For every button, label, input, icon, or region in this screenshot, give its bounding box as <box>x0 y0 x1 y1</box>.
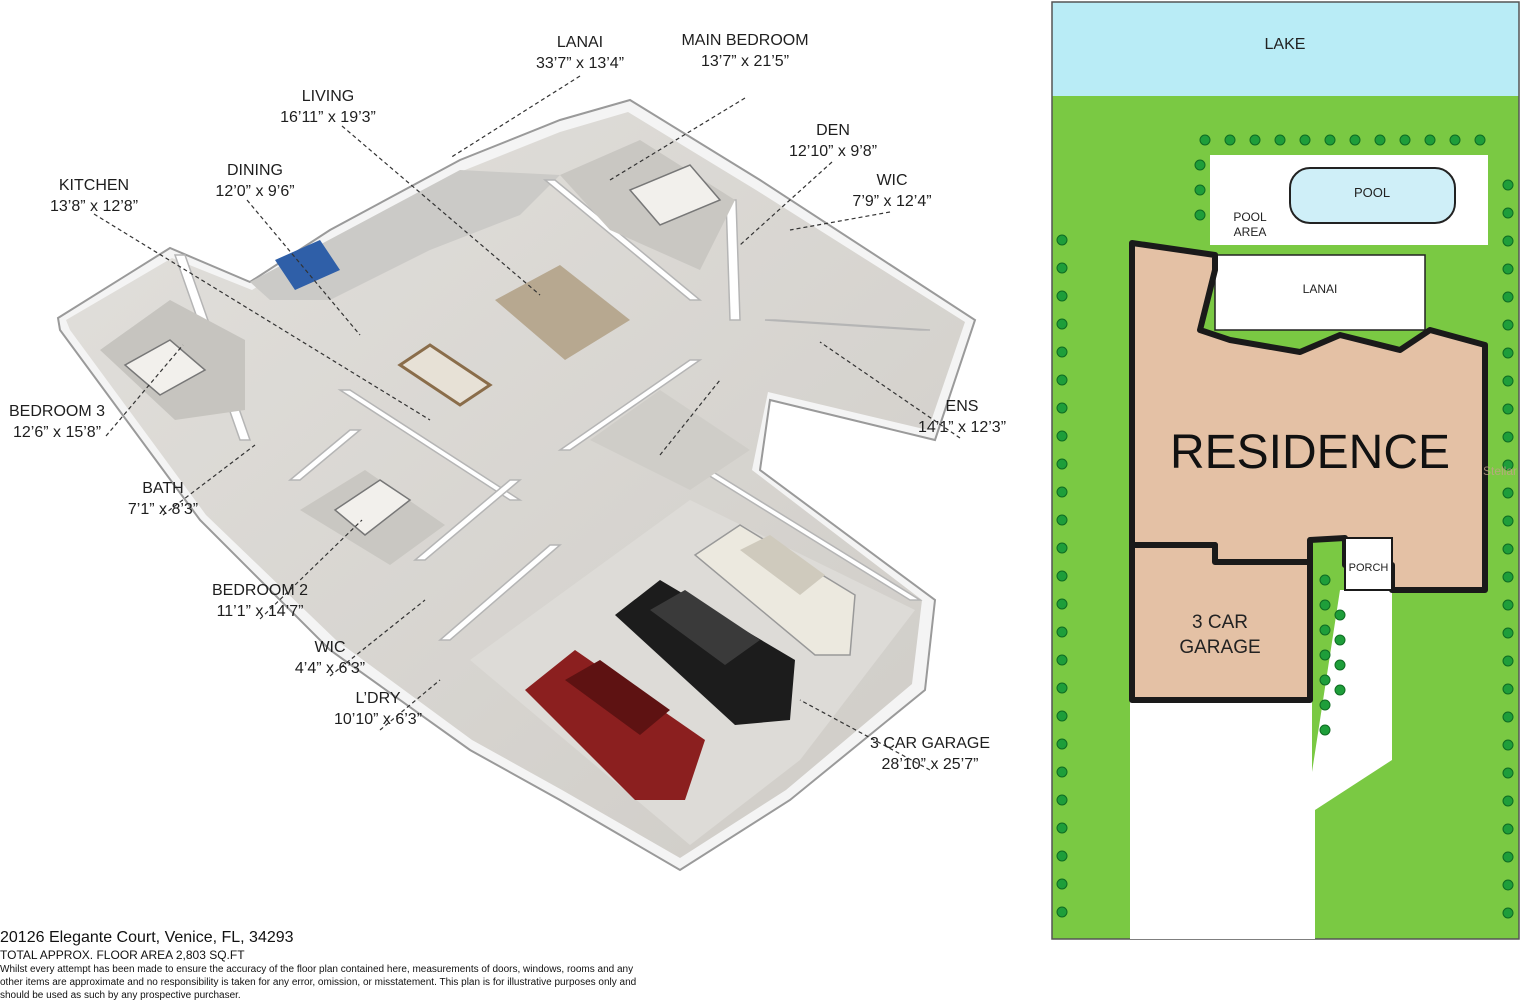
garage-site-label: 3 CAR GARAGE <box>1179 612 1261 658</box>
porch-label: PORCH <box>1348 562 1389 574</box>
residence-label: RESIDENCE <box>1169 426 1451 479</box>
room-dimensions: 7’1” x 8’3” <box>127 501 199 518</box>
den-floor <box>590 390 750 490</box>
room-name: BEDROOM 3 <box>8 403 105 420</box>
room-name: ENS <box>945 398 979 415</box>
room-label: DINING 12’0” x 9’6” <box>175 160 335 202</box>
lake-label: LAKE <box>1264 36 1306 53</box>
room-label: ENS 14’1” x 12’3” <box>882 396 1042 438</box>
main-bed <box>628 164 722 226</box>
garage-footprint <box>1129 542 1313 703</box>
porch <box>1344 537 1393 591</box>
room-dimensions: 10’10” x 6’3” <box>333 711 423 728</box>
room-dimensions: 14’1” x 12’3” <box>917 419 1007 436</box>
living-rug <box>495 265 630 360</box>
room-name: WIC <box>876 172 908 189</box>
isometric-floor-plan <box>56 98 977 872</box>
room-label: KITCHEN 13’8” x 12’8” <box>14 175 174 217</box>
footer: 20126 Elegante Court, Venice, FL, 34293 … <box>0 928 640 1002</box>
pool <box>1289 167 1456 224</box>
room-label: WIC 7’9” x 12’4” <box>812 170 972 212</box>
room-label: DEN 12’10” x 9’8” <box>753 120 913 162</box>
car-red <box>525 650 705 800</box>
room-dimensions: 12’0” x 9’6” <box>215 183 295 200</box>
lake <box>1052 2 1519 96</box>
room-name: KITCHEN <box>58 177 130 194</box>
room-label: WIC 4’4” x 6’3” <box>250 637 410 679</box>
room-label: LANAI 33’7” x 13’4” <box>500 32 660 74</box>
room-name: DINING <box>227 162 283 179</box>
watermark: Stellar <box>1482 464 1517 478</box>
room-label: BEDROOM 2 11’1” x 14’7” <box>180 580 340 622</box>
room-label: BATH 7’1” x 8’3” <box>83 478 243 520</box>
room-label: LIVING 16’11” x 19’3” <box>248 86 408 128</box>
bedroom-2-bed <box>333 479 412 536</box>
room-dimensions: 7’9” x 12’4” <box>852 193 932 210</box>
leader-lines <box>93 75 961 771</box>
room-dimensions: 28’10” x 25’7” <box>881 756 979 773</box>
address: 20126 Elegante Court, Venice, FL, 34293 <box>0 929 294 946</box>
room-name: LIVING <box>301 88 355 105</box>
car-white <box>693 524 856 656</box>
bedroom-3-bed <box>123 339 207 396</box>
driveway <box>1130 590 1392 939</box>
disclaimer: Whilst every attempt has been made to en… <box>0 964 637 1001</box>
room-dimensions: 12’10” x 9’8” <box>788 143 878 160</box>
room-name: L’DRY <box>355 690 401 707</box>
room-name: DEN <box>816 122 850 139</box>
floor-area: TOTAL APPROX. FLOOR AREA 2,803 SQ.FT <box>0 948 245 962</box>
room-name: 3 CAR GARAGE <box>869 735 991 752</box>
pool-area-label: POOL AREA <box>1233 210 1267 239</box>
room-label: BEDROOM 3 12’6” x 15’8” <box>0 401 137 443</box>
room-label: L’DRY 10’10” x 6’3” <box>298 688 458 730</box>
room-dimensions: 13’8” x 12’8” <box>49 198 139 215</box>
room-dimensions: 13’7” x 21’5” <box>700 53 790 70</box>
room-dimensions: 33’7” x 13’4” <box>535 55 625 72</box>
dining-table <box>275 240 340 290</box>
pool-label: POOL <box>1353 185 1391 200</box>
room-name: BEDROOM 2 <box>211 582 308 599</box>
lanai-site-label: LANAI <box>1302 282 1338 296</box>
room-label: MAIN BEDROOM 13’7” x 21’5” <box>665 30 825 72</box>
room-name: WIC <box>314 639 346 656</box>
car-black <box>615 580 795 725</box>
room-dimensions: 12’6” x 15’8” <box>12 424 102 441</box>
room-name: BATH <box>142 480 184 497</box>
site-plan <box>1051 1 1520 940</box>
room-dimensions: 11’1” x 14’7” <box>216 603 304 620</box>
room-name: LANAI <box>556 34 604 51</box>
room-label: 3 CAR GARAGE 28’10” x 25’7” <box>850 733 1010 775</box>
kitchen-island <box>397 343 493 407</box>
room-dimensions: 16’11” x 19’3” <box>280 109 376 126</box>
room-dimensions: 4’4” x 6’3” <box>294 660 366 677</box>
hedge-dots <box>1056 134 1514 919</box>
room-name: MAIN BEDROOM <box>681 32 809 49</box>
